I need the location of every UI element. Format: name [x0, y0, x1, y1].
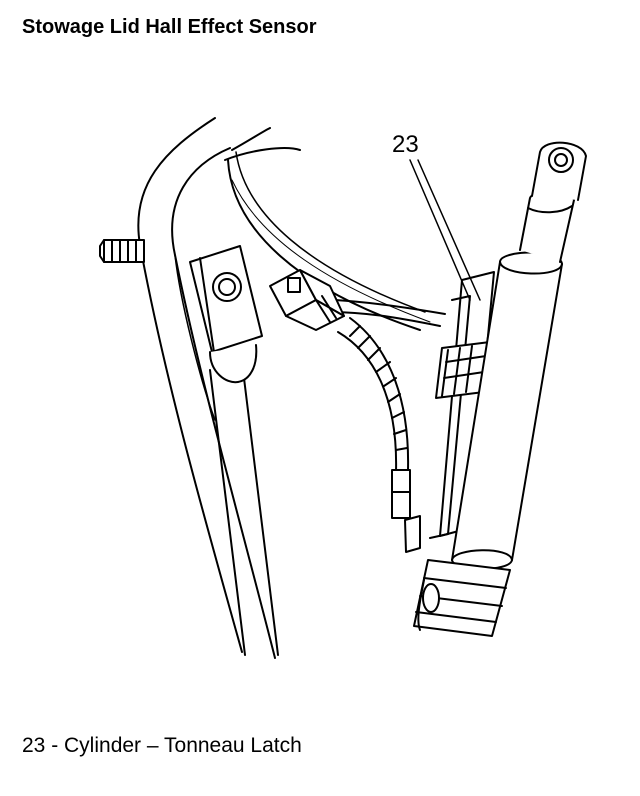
- diagram-title: Stowage Lid Hall Effect Sensor: [22, 16, 317, 38]
- panel-opening: [224, 147, 431, 331]
- callout-leaders: [409, 159, 481, 301]
- body-panel-frame: [137, 117, 276, 659]
- strut-rod: [189, 245, 279, 656]
- legend-text: 23 - Cylinder – Tonneau Latch: [22, 734, 302, 757]
- electrical-connector: [269, 269, 345, 331]
- threaded-stud: [99, 239, 145, 263]
- callout-number-23: 23: [392, 131, 419, 158]
- wiring-harness: [329, 299, 446, 519]
- cylinder-tonneau-latch: [413, 141, 587, 637]
